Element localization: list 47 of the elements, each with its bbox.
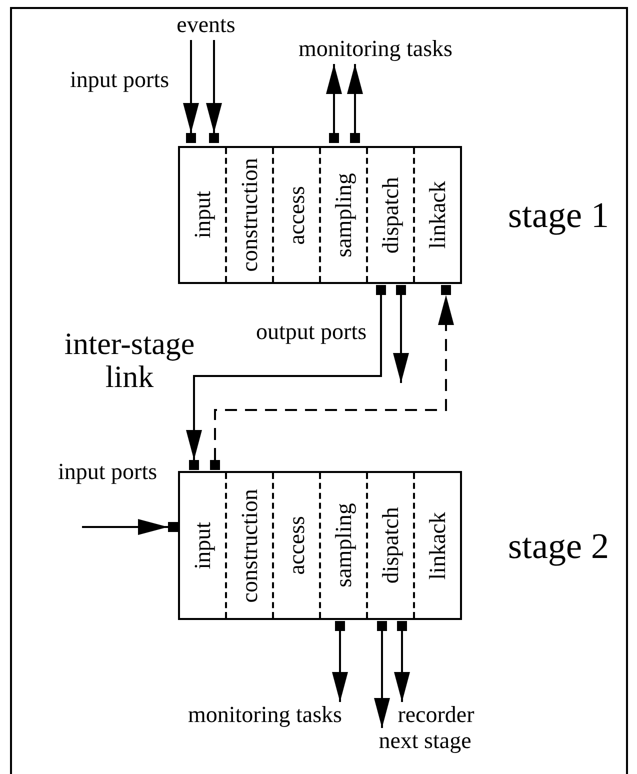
- port-square: [186, 133, 196, 143]
- port-square: [376, 285, 386, 295]
- arrow: [393, 295, 409, 383]
- port-square: [441, 285, 451, 295]
- arrow: [394, 631, 410, 702]
- port-square: [350, 133, 360, 143]
- text-label: input ports: [58, 460, 158, 484]
- section-label: linkack: [424, 181, 450, 249]
- section-label: linkack: [424, 512, 450, 580]
- section-label: input: [190, 191, 216, 239]
- section-label: sampling: [330, 503, 356, 588]
- dashed-arrow: [214, 295, 454, 460]
- arrow: [206, 40, 222, 133]
- section-label: construction: [236, 158, 262, 272]
- port-square: [397, 621, 407, 631]
- port-square: [335, 621, 345, 631]
- port-square: [396, 285, 406, 295]
- arrow: [186, 295, 382, 460]
- arrow: [332, 631, 348, 702]
- port-square: [189, 460, 199, 470]
- section-label: access: [284, 516, 310, 575]
- text-label: monitoring tasks: [298, 36, 452, 62]
- text-label: input ports: [70, 68, 170, 92]
- port-square: [168, 522, 178, 532]
- arrow: [183, 40, 199, 133]
- text-label: monitoring tasks: [188, 702, 342, 728]
- stage-title: stage 2: [508, 524, 609, 566]
- port-square: [329, 133, 339, 143]
- port-square: [209, 133, 219, 143]
- port-square: [210, 460, 220, 470]
- text-label: inter-stage link: [63, 328, 196, 394]
- section-label: sampling: [330, 172, 356, 258]
- text-label: output ports: [256, 320, 367, 344]
- text-label: events: [176, 12, 236, 38]
- text-label: next stage: [378, 728, 472, 754]
- arrow: [82, 519, 168, 535]
- arrow: [347, 64, 363, 133]
- section-label: input: [190, 522, 216, 570]
- stage-title: stage 1: [508, 194, 609, 236]
- port-square: [377, 621, 387, 631]
- section-label: dispatch: [378, 507, 404, 584]
- arrow: [326, 64, 342, 133]
- section-label: construction: [236, 488, 262, 602]
- section-label: dispatch: [378, 176, 404, 254]
- arrow: [374, 631, 390, 728]
- section-label: access: [284, 186, 310, 244]
- text-label: recorder: [398, 702, 474, 728]
